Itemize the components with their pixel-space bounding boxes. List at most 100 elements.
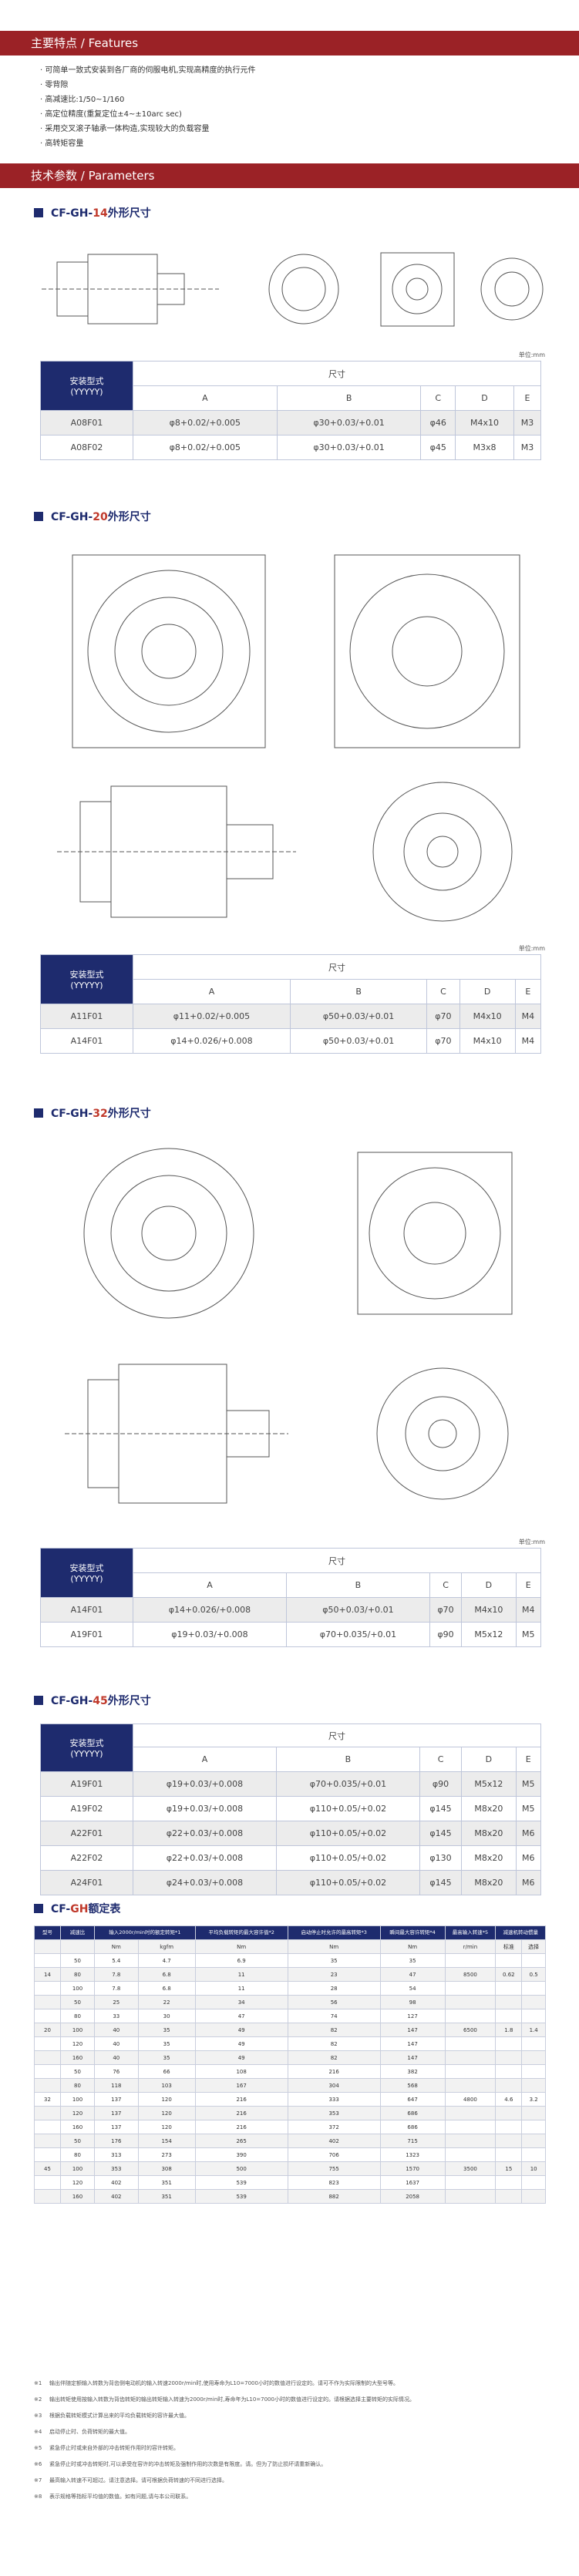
table-cell: 49 (194, 2050, 288, 2065)
table-cell: 32 (34, 2092, 61, 2107)
table-cell: 333 (287, 2092, 381, 2107)
features-list: · 可简单一致式安装到各厂商的伺服电机,实现高精度的执行元件 · 零背隙 · 高… (40, 63, 541, 151)
table-cell: 351 (137, 2189, 196, 2204)
table-cell (34, 2189, 61, 2204)
table-cell: 6.9 (194, 1953, 288, 1968)
table-cell: 216 (194, 2106, 288, 2120)
dims-header: 尺寸 (133, 361, 541, 386)
table-cell: 539 (194, 2189, 288, 2204)
table-cell: 100 (60, 2092, 95, 2107)
table-cell: 216 (194, 2092, 288, 2107)
table-cell (521, 2147, 546, 2162)
table-cell: 120 (60, 2175, 95, 2190)
table-cell (34, 2064, 61, 2079)
table-cell: 80 (60, 2078, 95, 2093)
table-cell: 686 (379, 2106, 446, 2120)
table-cell: 273 (137, 2147, 196, 2162)
bullet-square-icon (34, 1904, 43, 1913)
table-cell (521, 2175, 546, 2190)
table-cell (444, 2036, 497, 2051)
table-cell (34, 1953, 61, 1968)
table-cell: 22 (137, 1995, 196, 2009)
table-cell: 313 (94, 2147, 139, 2162)
table-cell (34, 2120, 61, 2134)
table-cell: 823 (287, 2175, 381, 2190)
table-cell (495, 2078, 523, 2093)
table-cell (521, 2064, 546, 2079)
model-header: 安装型式(YYYYY) (40, 954, 133, 1004)
table-cell (444, 1981, 497, 1996)
table-cell: 54 (379, 1981, 446, 1996)
table-cell: 0.62 (495, 1967, 523, 1982)
table-cell: 120 (137, 2092, 196, 2107)
table-cell: 147 (379, 2023, 446, 2037)
table-cell (444, 2147, 497, 2162)
table-cell: 706 (287, 2147, 381, 2162)
drawing-20 (42, 540, 546, 940)
feature-item: · 零背隙 (40, 81, 69, 89)
table-cell (521, 1981, 546, 1996)
table-cell: 568 (379, 2078, 446, 2093)
table-cell: 45 (34, 2161, 61, 2176)
table-cell: 160 (60, 2050, 95, 2065)
table-cell (34, 2050, 61, 2065)
section-title-32: CF-GH-32外形尺寸 (34, 1105, 151, 1121)
rated-title: CF-GH额定表 (34, 1901, 120, 1916)
feature-item: · 高定位精度(重复定位±4~±10arc sec) (40, 110, 182, 119)
table-cell: 137 (94, 2120, 139, 2134)
table-cell: 100 (60, 1981, 95, 1996)
table-cell (495, 1995, 523, 2009)
table-cell: 28 (287, 1981, 381, 1996)
table-cell (495, 2134, 523, 2148)
table-cell: 351 (137, 2175, 196, 2190)
table-cell: 7.8 (94, 1981, 139, 1996)
table-cell (495, 2009, 523, 2023)
table-cell: 500 (194, 2161, 288, 2176)
model-header: 安装型式(YYYYY) (40, 1723, 133, 1772)
table-cell: 14 (34, 1967, 61, 1982)
feature-item: · 高减速比:1/50~1/160 (40, 96, 125, 104)
table-cell: 6.8 (137, 1981, 196, 1996)
table-cell (444, 2175, 497, 2190)
table-cell (444, 2078, 497, 2093)
table-cell: 353 (287, 2106, 381, 2120)
table-cell: 304 (287, 2078, 381, 2093)
section-title-20: CF-GH-20外形尺寸 (34, 509, 151, 524)
table-cell: 1637 (379, 2175, 446, 2190)
table-cell: 6.8 (137, 1967, 196, 1982)
table-cell (34, 1981, 61, 1996)
table-cell: 4.7 (137, 1953, 196, 1968)
table-cell: 1570 (379, 2161, 446, 2176)
section-title-45: CF-GH-45外形尺寸 (34, 1693, 151, 1708)
table-cell (521, 2050, 546, 2065)
features-header-bar: 主要特点 / Features (0, 31, 579, 55)
table-cell: 4800 (444, 2092, 497, 2107)
table-cell: 216 (194, 2120, 288, 2134)
table-cell (34, 2175, 61, 2190)
table-cell: 539 (194, 2175, 288, 2190)
table-cell: 10 (521, 2161, 546, 2176)
table-cell (34, 2134, 61, 2148)
table-cell (495, 2106, 523, 2120)
bullet-square-icon (34, 1696, 43, 1705)
table-cell: 382 (379, 2064, 446, 2079)
table-cell: 47 (194, 2009, 288, 2023)
